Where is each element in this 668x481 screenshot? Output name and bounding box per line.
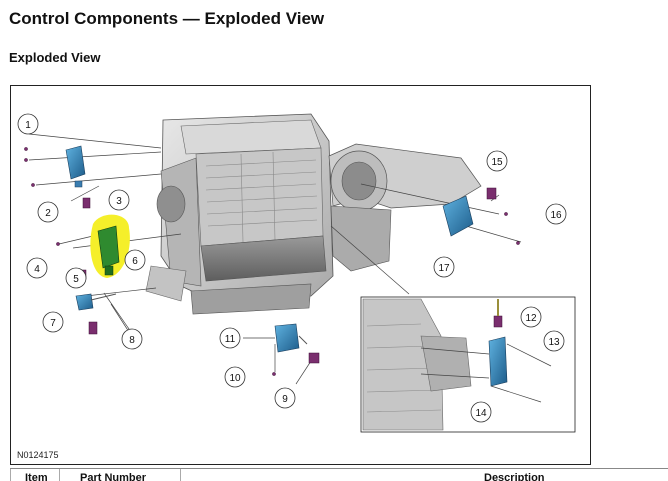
- callout-14: 14: [470, 401, 492, 423]
- page-title: Control Components — Exploded View: [9, 9, 325, 28]
- actuator-8: [75, 293, 117, 311]
- callout-12: 12: [520, 306, 542, 328]
- callout-13: 13: [543, 330, 565, 352]
- actuator-11: [274, 323, 308, 353]
- svg-text:5: 5: [73, 274, 79, 285]
- callout-15: 15: [486, 150, 508, 172]
- svg-text:6: 6: [132, 256, 138, 267]
- parts-table-header: Item Part Number Description: [10, 468, 668, 481]
- svg-text:11: 11: [225, 334, 236, 345]
- callout-16: 16: [545, 203, 567, 225]
- callout-17: 17: [433, 256, 455, 278]
- callout-8: 8: [121, 328, 143, 350]
- svg-text:9: 9: [282, 394, 288, 405]
- figure-id: N0124175: [17, 450, 59, 460]
- callout-7: 7: [42, 311, 64, 333]
- callout-11: 11: [219, 327, 241, 349]
- svg-text:13: 13: [548, 337, 560, 348]
- svg-text:8: 8: [129, 335, 135, 346]
- callout-4: 4: [26, 257, 48, 279]
- hvac-housing: [145, 113, 482, 315]
- header-description: Description: [484, 472, 545, 481]
- svg-text:15: 15: [491, 157, 503, 168]
- header-part-number: Part Number: [60, 469, 181, 481]
- callout-2: 2: [37, 201, 59, 223]
- callouts: 1 2 3 4 5 6 7 8 9 10 11 12 13 14 15 16 1…: [17, 113, 567, 423]
- actuator-17: [442, 195, 474, 237]
- svg-text:3: 3: [116, 196, 122, 207]
- svg-text:7: 7: [50, 318, 56, 329]
- inset-detail: [360, 296, 576, 433]
- section-title: Exploded View: [9, 50, 101, 65]
- highlighted-actuator-6: [90, 214, 130, 278]
- exploded-view-diagram: 1 2 3 4 5 6 7 8 9 10 11 12 13 14 15 16 1…: [17, 113, 576, 433]
- svg-text:12: 12: [525, 313, 537, 324]
- callout-6: 6: [124, 249, 146, 271]
- svg-text:1: 1: [25, 120, 31, 131]
- callout-10: 10: [224, 366, 246, 388]
- svg-text:14: 14: [475, 408, 487, 419]
- svg-text:4: 4: [34, 264, 40, 275]
- svg-text:16: 16: [550, 210, 562, 221]
- svg-text:2: 2: [45, 208, 51, 219]
- exploded-view-figure: 1 2 3 4 5 6 7 8 9 10 11 12 13 14 15 16 1…: [10, 85, 591, 465]
- callout-3: 3: [108, 189, 130, 211]
- callout-9: 9: [274, 387, 296, 409]
- callout-5: 5: [65, 267, 87, 289]
- svg-text:17: 17: [438, 263, 450, 274]
- svg-text:10: 10: [229, 373, 241, 384]
- header-item: Item: [10, 469, 60, 481]
- actuator-2: [65, 145, 86, 188]
- leader-lines: [28, 133, 522, 385]
- callout-1: 1: [17, 113, 39, 135]
